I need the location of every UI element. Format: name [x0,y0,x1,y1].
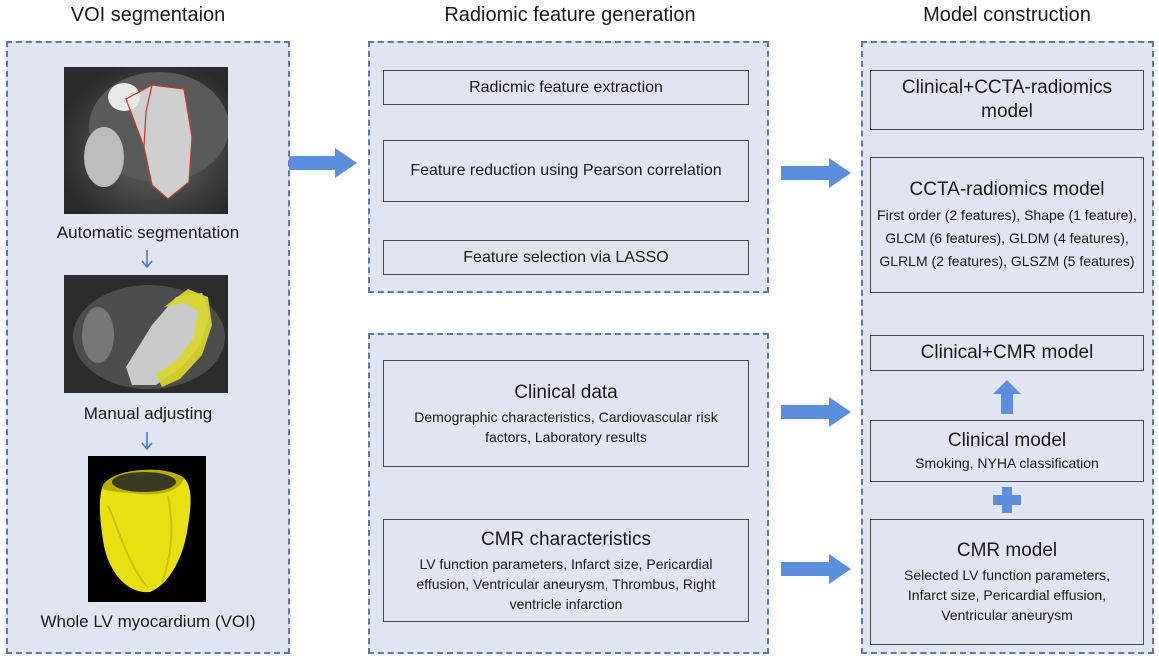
arrow-voi-to-radiomic [289,148,357,178]
feature-extraction-text: Radicmic feature extraction [469,78,663,96]
cmr-model-text: Selected LV function parameters, Infarct… [904,567,1110,623]
clinical-model-title: Clinical model [947,430,1067,451]
cmr-characteristics-text: LV function parameters, Infarct size, Pe… [416,555,716,612]
up-arrow-icon [993,380,1021,414]
clinical-cmr-model-title: Clinical+CMR model [920,342,1094,363]
ccta-radiomics-model-box: CCTA-radiomics model First order (2 feat… [870,157,1144,293]
voi-down-arrow-1 [141,250,153,269]
clinical-model-box: Clinical model Smoking, NYHA classificat… [870,420,1144,482]
plus-icon [993,487,1021,513]
feature-extraction-box: Radicmic feature extraction [383,70,749,105]
cmr-characteristics-box: CMR characteristics LV function paramete… [383,519,749,622]
clinical-cmr-model-box: Clinical+CMR model [870,335,1144,371]
manual-adjusting-label: Manual adjusting [83,404,213,423]
feature-reduction-box: Feature reduction using Pearson correlat… [383,140,749,202]
ccta-radiomics-model-text: First order (2 features), Shape (1 featu… [877,206,1137,269]
ct-image-manual [64,275,228,393]
ccta-radiomics-model-title: CCTA-radiomics model [909,178,1105,200]
cmr-model-box: CMR model Selected LV function parameter… [870,519,1144,645]
clinical-data-text: Demographic characteristics, Cardiovascu… [414,408,718,445]
cmr-characteristics-title: CMR characteristics [481,528,651,550]
feature-selection-box: Feature selection via LASSO [383,240,749,275]
feature-selection-text: Feature selection via LASSO [463,248,669,266]
arrow-cmr-to-model [781,554,851,584]
clinical-model-text: Smoking, NYHA classification [915,455,1099,471]
ct-image-automatic [64,67,228,214]
voi-down-arrow-2 [141,432,153,451]
lv-myocardium-3d-image [88,456,206,602]
radiomic-column-title: Radiomic feature generation [444,4,696,26]
whole-lv-myocardium-label: Whole LV myocardium (VOI) [40,612,256,631]
automatic-segmentation-label: Automatic segmentation [56,223,240,242]
cmr-model-title: CMR model [956,540,1058,561]
clinical-data-title: Clinical data [514,381,618,403]
arrow-clinical-to-model [781,397,851,427]
clinical-ccta-model-box: Clinical+CCTA-radiomics model [870,70,1144,130]
clinical-data-box: Clinical data Demographic characteristic… [383,360,749,467]
clinical-ccta-model-title: Clinical+CCTA-radiomics model [901,77,1113,122]
arrow-radiomic-to-model [781,158,851,188]
model-column-title: Model construction [923,4,1091,26]
feature-reduction-text: Feature reduction using Pearson correlat… [410,162,722,179]
voi-column-title: VOI segmentaion [70,4,226,26]
